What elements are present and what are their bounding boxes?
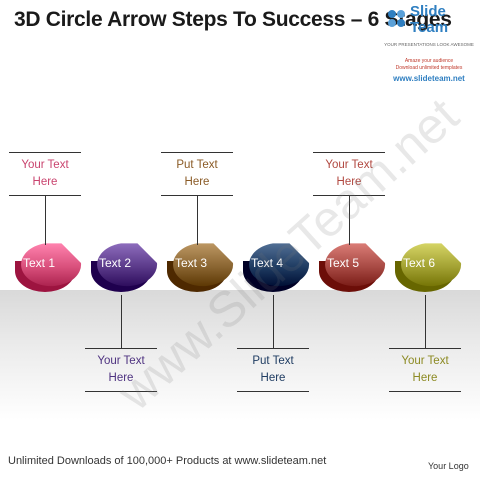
step-1: Text 1 <box>15 243 82 292</box>
step-2-arrow-circle <box>97 243 158 287</box>
callout-3-line1: Put Text <box>176 159 218 171</box>
step-6: Text 6 <box>395 243 462 292</box>
step-2-label: Text 2 <box>99 256 131 270</box>
step-6-arrow-circle <box>401 243 462 287</box>
callout-2-line2: Here <box>108 372 134 384</box>
brand-download-line: Download unlimited templates <box>395 65 463 71</box>
step-6-label: Text 6 <box>403 256 435 270</box>
step-3-arrow-circle <box>173 243 234 287</box>
callout-6-connector <box>425 295 426 348</box>
callout-2-connector <box>121 295 122 348</box>
floor-gradient <box>0 290 480 420</box>
callout-6-line2: Here <box>412 372 438 384</box>
callout-3-line2: Here <box>184 176 210 188</box>
callout-2-line1: Your Text <box>97 355 145 367</box>
callout-5-line2: Here <box>336 176 362 188</box>
callout-4-connector <box>273 295 274 348</box>
brand-name: Slide Team <box>410 3 449 36</box>
step-4-label: Text 4 <box>251 256 283 270</box>
callout-3-connector <box>197 195 198 245</box>
brand-logo: Slide Team YOUR PRESENTATIONS LOOK AWESO… <box>382 4 476 84</box>
callout-6-line1: Your Text <box>401 355 449 367</box>
callout-5-connector <box>349 195 350 245</box>
step-5: Text 5 <box>319 243 386 292</box>
step-4-arrow-circle <box>249 243 310 287</box>
step-4: Text 4 <box>243 243 310 292</box>
step-2: Text 2 <box>91 243 158 292</box>
callout-4-line1: Put Text <box>252 355 294 367</box>
callout-5-line1: Your Text <box>325 159 373 171</box>
logo-placeholder: Your Logo <box>428 461 469 471</box>
brand-amaze-line: Amaze your audience <box>404 58 454 64</box>
step-1-label: Text 1 <box>23 256 55 270</box>
brand-tagline: YOUR PRESENTATIONS LOOK AWESOME <box>384 42 474 47</box>
brand-url[interactable]: www.slideteam.net <box>393 74 465 83</box>
footer-text[interactable]: Unlimited Downloads of 100,000+ Products… <box>8 455 327 467</box>
step-3: Text 3 <box>167 243 234 292</box>
callout-4-line2: Here <box>260 372 286 384</box>
step-5-label: Text 5 <box>327 256 359 270</box>
callout-1-line2: Here <box>32 176 58 188</box>
steps-diagram: Text 1 Text 2 Text 3 Text 4 Text 5 Text 6 <box>15 243 462 292</box>
brand-amaze: Amaze your audience Download unlimited t… <box>382 58 476 72</box>
step-1-arrow-circle <box>21 243 82 287</box>
step-3-label: Text 3 <box>175 256 207 270</box>
slide-title: 3D Circle Arrow Steps To Success – 6 Sta… <box>14 8 452 31</box>
callout-1-connector <box>45 195 46 245</box>
slideteam-icon <box>388 10 405 27</box>
callout-1-line1: Your Text <box>21 159 69 171</box>
step-5-arrow-circle <box>325 243 386 287</box>
